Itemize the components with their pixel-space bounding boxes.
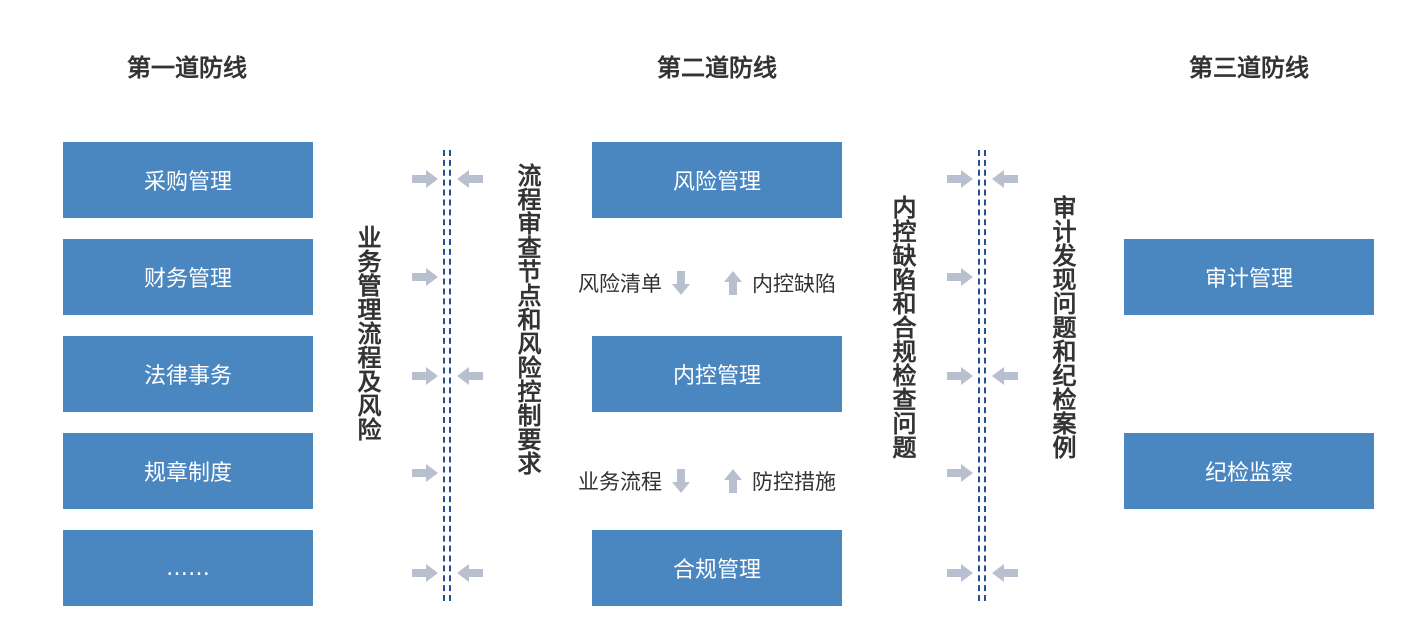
arrow-down-icon bbox=[672, 469, 690, 493]
more-box: …… bbox=[63, 530, 313, 606]
second-line-title: 第二道防线 bbox=[657, 54, 777, 82]
arrow-left-icon bbox=[992, 170, 1018, 188]
flow-second-to-third: 内控缺陷和合规检查问题 bbox=[888, 195, 916, 459]
note-row-1: 风险清单 内控缺陷 bbox=[578, 268, 836, 298]
internal-control-box: 内控管理 bbox=[592, 336, 842, 412]
arrow-right-icon bbox=[947, 268, 973, 286]
arrow-right-icon bbox=[947, 170, 973, 188]
arrow-up-icon bbox=[724, 271, 742, 295]
procurement-box: 采购管理 bbox=[63, 142, 313, 218]
business-process-label: 业务流程 bbox=[578, 470, 662, 494]
arrow-left-icon bbox=[457, 170, 483, 188]
control-defect-label: 内控缺陷 bbox=[752, 272, 836, 296]
arrow-right-icon bbox=[412, 464, 438, 482]
flow-third-to-second: 审计发现问题和纪检案例 bbox=[1048, 195, 1076, 459]
arrow-left-icon bbox=[457, 564, 483, 582]
arrow-left-icon bbox=[457, 367, 483, 385]
discipline-inspection-box: 纪检监察 bbox=[1124, 433, 1374, 509]
arrow-up-icon bbox=[724, 469, 742, 493]
legal-box: 法律事务 bbox=[63, 336, 313, 412]
flow-second-to-first: 流程审查节点和风险控制要求 bbox=[513, 163, 541, 475]
arrow-right-icon bbox=[412, 170, 438, 188]
arrow-right-icon bbox=[947, 564, 973, 582]
arrow-right-icon bbox=[412, 564, 438, 582]
compliance-box: 合规管理 bbox=[592, 530, 842, 606]
regulation-box: 规章制度 bbox=[63, 433, 313, 509]
arrow-left-icon bbox=[992, 564, 1018, 582]
prevention-measures-label: 防控措施 bbox=[752, 470, 836, 494]
divider-left bbox=[443, 150, 451, 601]
note-row-2: 业务流程 防控措施 bbox=[578, 466, 836, 496]
divider-right bbox=[978, 150, 986, 601]
first-line-title: 第一道防线 bbox=[127, 54, 247, 82]
risk-list-label: 风险清单 bbox=[578, 272, 662, 296]
flow-first-to-second: 业务管理流程及风险 bbox=[353, 225, 381, 441]
arrow-right-icon bbox=[412, 367, 438, 385]
audit-management-box: 审计管理 bbox=[1124, 239, 1374, 315]
finance-box: 财务管理 bbox=[63, 239, 313, 315]
arrow-right-icon bbox=[947, 464, 973, 482]
third-line-title: 第三道防线 bbox=[1189, 54, 1309, 82]
risk-management-box: 风险管理 bbox=[592, 142, 842, 218]
arrow-down-icon bbox=[672, 271, 690, 295]
arrow-left-icon bbox=[992, 367, 1018, 385]
arrow-right-icon bbox=[947, 367, 973, 385]
arrow-right-icon bbox=[412, 268, 438, 286]
